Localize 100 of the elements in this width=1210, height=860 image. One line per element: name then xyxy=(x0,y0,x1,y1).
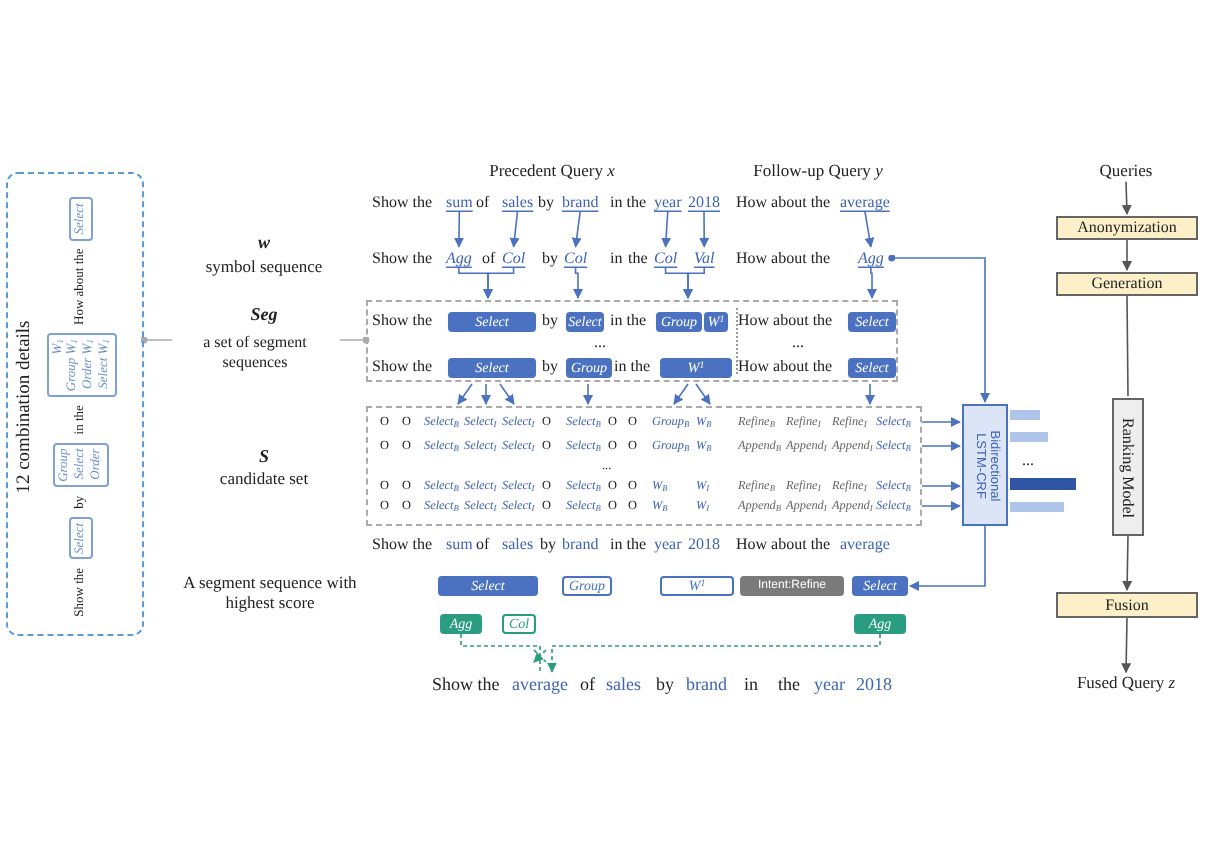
candidate-panel xyxy=(366,406,922,526)
process-box: Generation xyxy=(1056,272,1198,296)
arrow xyxy=(1121,617,1132,674)
query-text: How about the xyxy=(738,356,833,376)
arrow xyxy=(653,210,683,248)
ellipsis: ... xyxy=(1022,450,1034,470)
query-word: 2018 xyxy=(688,192,720,212)
process-box: Fusion xyxy=(1056,592,1198,618)
query-text: by xyxy=(542,310,558,330)
connector xyxy=(1126,295,1129,397)
query-text: How about the xyxy=(738,310,833,330)
arrow xyxy=(501,210,534,248)
query-text: by xyxy=(540,534,556,554)
query-text: by xyxy=(656,673,674,695)
model-box xyxy=(962,404,1008,526)
symbol-word: Col xyxy=(502,248,526,268)
segment-stack xyxy=(52,441,108,487)
query-text: the xyxy=(778,673,800,695)
arrow xyxy=(499,383,515,405)
arrow xyxy=(1122,535,1133,591)
arrow xyxy=(909,525,986,591)
query-text: How about the xyxy=(736,192,831,212)
query-word: sum xyxy=(446,534,473,554)
query-text: in the xyxy=(610,192,646,212)
arrow xyxy=(687,210,721,248)
query-text: Show the xyxy=(372,192,432,212)
symbol-word: Val xyxy=(694,248,715,268)
combination-panel xyxy=(6,172,144,636)
process-box: Anonymization xyxy=(1056,216,1198,240)
arrow xyxy=(673,383,689,405)
arrow xyxy=(1122,239,1132,271)
query-text: How about the xyxy=(736,534,831,554)
arrow xyxy=(1121,180,1132,215)
segment-stack xyxy=(45,332,116,397)
query-word: 2018 xyxy=(688,534,720,554)
query-word: sales xyxy=(502,192,534,212)
query-text: by xyxy=(538,192,554,212)
symbol-word: Agg xyxy=(858,248,884,268)
arrow xyxy=(857,266,885,299)
box-label: Ranking Model xyxy=(1118,415,1138,522)
row-label: candidate set xyxy=(219,470,309,490)
process-box xyxy=(1112,398,1144,536)
arrow xyxy=(561,210,600,248)
arrow xyxy=(921,481,961,491)
query-text: Show the xyxy=(372,248,432,268)
segment-panel xyxy=(366,300,898,382)
ellipsis: ... xyxy=(594,332,606,352)
arrow xyxy=(547,633,881,673)
row-symbol: w xyxy=(258,231,270,253)
arrow xyxy=(695,383,711,405)
arrow xyxy=(888,254,990,403)
column-heading: Precedent Query x xyxy=(489,162,615,182)
arrow xyxy=(683,266,716,299)
query-word: year xyxy=(654,534,682,554)
row-symbol: S xyxy=(259,445,269,467)
query-text: by xyxy=(542,248,558,268)
ellipsis: ... xyxy=(792,332,804,352)
query-word: brand xyxy=(562,534,599,554)
query-word: sales xyxy=(606,673,641,695)
query-text: the xyxy=(628,248,648,268)
edge-label: a set of segment sequences xyxy=(171,330,339,374)
arrow xyxy=(457,383,473,405)
query-text: of xyxy=(482,248,496,268)
arrow xyxy=(583,383,593,405)
symbol-word: Col xyxy=(654,248,678,268)
query-text: in the xyxy=(610,534,646,554)
query-text: of xyxy=(580,673,595,695)
query-word: brand xyxy=(686,673,727,695)
symbol-word: Col xyxy=(564,248,588,268)
query-text: Show the xyxy=(372,356,432,376)
panel-title: 12 combination details xyxy=(16,319,35,493)
arrow xyxy=(563,266,588,299)
query-text: Show the xyxy=(372,310,432,330)
query-word: average xyxy=(512,673,568,695)
arrow xyxy=(865,383,875,405)
query-word: year xyxy=(814,673,845,695)
query-text: in xyxy=(744,673,759,695)
column-heading: Follow-up Query y xyxy=(753,162,883,182)
row-label: A segment sequence with highest score xyxy=(181,574,359,614)
row-label: symbol sequence xyxy=(205,258,323,278)
query-word: brand xyxy=(562,192,599,212)
query-text: Show the xyxy=(432,673,500,695)
query-text: of xyxy=(476,534,490,554)
arrow xyxy=(483,266,526,299)
arrow xyxy=(921,417,961,427)
query-word: 2018 xyxy=(856,673,892,695)
query-text: in the xyxy=(614,356,650,376)
query-text: in xyxy=(610,248,623,268)
query-text: in the xyxy=(610,310,646,330)
arrow xyxy=(839,210,891,248)
query-text: by xyxy=(542,356,558,376)
arrow xyxy=(921,441,961,451)
arrow xyxy=(460,633,547,673)
query-word: year xyxy=(654,192,682,212)
arrow xyxy=(921,501,961,511)
arrow xyxy=(445,210,474,248)
query-text: Show the xyxy=(372,534,432,554)
query-word: sales xyxy=(502,534,534,554)
query-word: average xyxy=(840,534,890,554)
query-text: of xyxy=(476,192,490,212)
